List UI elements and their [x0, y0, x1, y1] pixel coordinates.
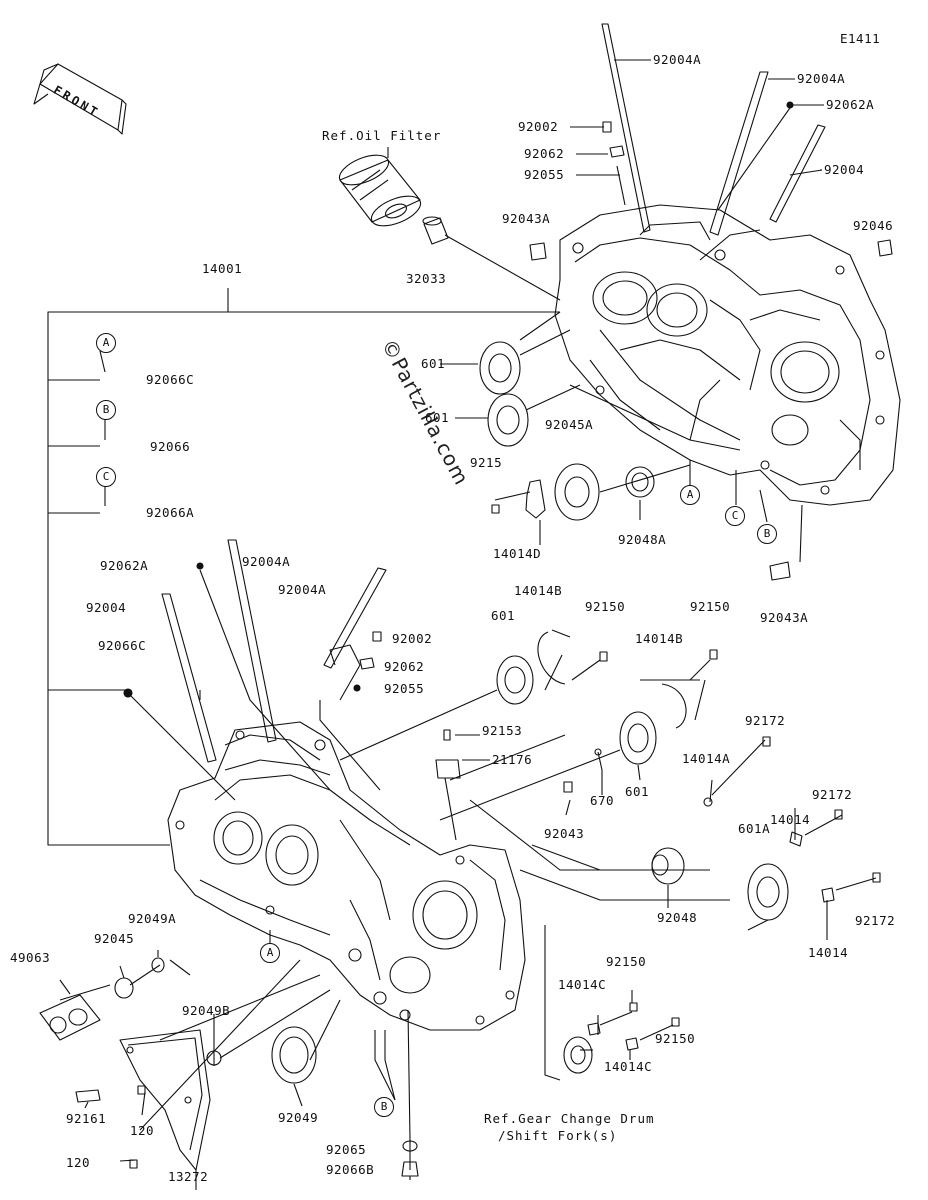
- bearings-upper: [479, 239, 893, 581]
- part-label: 14014C: [558, 977, 607, 992]
- part-label: 14014A: [682, 751, 731, 766]
- part-label: 92150: [690, 599, 731, 614]
- part-label: 92004A: [242, 554, 291, 569]
- part-label: 92172: [812, 787, 853, 802]
- part-label: 92004A: [797, 71, 846, 86]
- part-label: 92002: [518, 119, 559, 134]
- part-label: 92049B: [182, 1003, 231, 1018]
- part-label: 92172: [745, 713, 786, 728]
- lower-left-parts: [39, 950, 419, 1190]
- part-label: 92048: [657, 910, 698, 925]
- oil-filter: [338, 147, 561, 301]
- part-label: 92049: [278, 1110, 319, 1125]
- part-label: 92046: [853, 218, 894, 233]
- part-label: 49063: [10, 950, 51, 965]
- studs-upper: [601, 23, 826, 236]
- part-label: 92161: [66, 1111, 107, 1126]
- callout-c-upper: C: [725, 506, 745, 526]
- part-label: 92066C: [146, 372, 195, 387]
- part-label: 14001: [202, 261, 243, 276]
- part-label: 92045: [94, 931, 135, 946]
- callout-a-lower: A: [260, 943, 280, 963]
- part-label: 32033: [406, 271, 447, 286]
- callout-c-legend: C: [96, 467, 116, 487]
- part-label: 92055: [384, 681, 425, 696]
- part-label: 92150: [585, 599, 626, 614]
- ref-shift-fork: /Shift Fork(s): [498, 1128, 618, 1143]
- part-label: 92062: [524, 146, 565, 161]
- middle-parts: [329, 629, 881, 940]
- front-arrow-icon: [33, 63, 127, 135]
- upper-crankcase: [554, 204, 901, 506]
- lower-right-parts: [563, 990, 680, 1074]
- part-label: 92066B: [326, 1162, 375, 1177]
- part-label: 92004A: [278, 582, 327, 597]
- diagram-code: E1411: [840, 31, 881, 46]
- part-label: 92150: [655, 1031, 696, 1046]
- callout-b-legend: B: [96, 400, 116, 420]
- callout-a-upper: A: [680, 485, 700, 505]
- part-label: 14014D: [493, 546, 542, 561]
- part-label: 92043A: [502, 211, 551, 226]
- part-label: 92065: [326, 1142, 367, 1157]
- part-label: 13272: [168, 1169, 209, 1184]
- part-label: 92066A: [146, 505, 195, 520]
- ref-gear-change-drum: Ref.Gear Change Drum: [484, 1111, 655, 1126]
- part-label: 92045A: [545, 417, 594, 432]
- part-label: 601A: [738, 821, 771, 836]
- part-label: 601: [625, 784, 650, 799]
- part-label: 120: [130, 1123, 155, 1138]
- part-label: 92043: [544, 826, 585, 841]
- part-label: 92004A: [653, 52, 702, 67]
- part-label: 92055: [524, 167, 565, 182]
- part-label: 92062A: [826, 97, 875, 112]
- part-label: 14014: [770, 812, 811, 827]
- part-label: 92004: [86, 600, 127, 615]
- part-label: 92150: [606, 954, 647, 969]
- part-label: 14014C: [604, 1059, 653, 1074]
- part-label: 14014B: [635, 631, 684, 646]
- part-label: 92043A: [760, 610, 809, 625]
- callout-b-lower: B: [374, 1097, 394, 1117]
- part-label: 92066C: [98, 638, 147, 653]
- part-label: 9215: [470, 455, 503, 470]
- ref-oil-filter: Ref.Oil Filter: [322, 128, 442, 143]
- part-label: 92004: [824, 162, 865, 177]
- bracket-14001: [47, 288, 560, 846]
- part-label: 601: [421, 356, 446, 371]
- part-label: 92172: [855, 913, 896, 928]
- part-label: 92062A: [100, 558, 149, 573]
- part-label: 92048A: [618, 532, 667, 547]
- callout-a-legend: A: [96, 333, 116, 353]
- part-label: 601: [425, 410, 450, 425]
- part-label: 92002: [392, 631, 433, 646]
- leaders-upper: [440, 59, 824, 563]
- part-label: 21176: [492, 752, 533, 767]
- part-label: 670: [590, 793, 615, 808]
- part-label: 120: [66, 1155, 91, 1170]
- studs-lower: [123, 539, 387, 763]
- part-label: 92153: [482, 723, 523, 738]
- part-label: 14014: [808, 945, 849, 960]
- lower-crankcase: [167, 721, 526, 1031]
- leaders-lower: [59, 569, 730, 1170]
- part-label: 601: [491, 608, 516, 623]
- part-label: 92066: [150, 439, 191, 454]
- part-label: 92062: [384, 659, 425, 674]
- callout-b-upper: B: [757, 524, 777, 544]
- part-label: 14014B: [514, 583, 563, 598]
- part-label: 92049A: [128, 911, 177, 926]
